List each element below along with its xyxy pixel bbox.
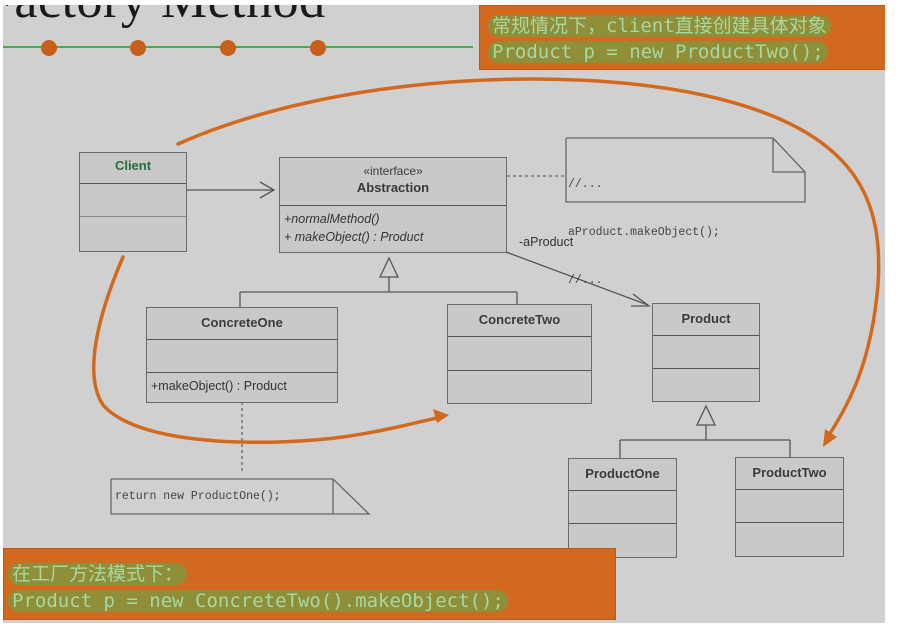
class-concrete-two-methods <box>448 370 591 403</box>
class-concrete-one-name: ConcreteOne <box>147 308 337 339</box>
note-concrete-one: return new ProductOne(); <box>115 490 281 503</box>
timeline-dot <box>220 40 236 56</box>
product-inheritance <box>619 404 791 459</box>
class-product-two-attributes <box>736 489 843 522</box>
class-concrete-two-attributes <box>448 336 591 370</box>
annotation-arrow-client-to-concretetwo <box>92 255 445 445</box>
method-makeObject: + makeObject() : Product <box>284 230 424 244</box>
callout-direct-creation-caption: 常规情况下，client直接创建具体对象 <box>488 11 831 38</box>
callout-factory-method-caption: 在工厂方法模式下： <box>8 559 188 586</box>
slide: Factory Method <box>3 5 885 623</box>
timeline-dot <box>41 40 57 56</box>
abstraction-product-arrow <box>505 251 651 307</box>
abstraction-inheritance <box>239 256 518 307</box>
class-product-two: ProductTwo <box>735 457 844 557</box>
timeline-dot <box>310 40 326 56</box>
note-line: aProduct.makeObject(); <box>568 226 720 239</box>
class-product-methods <box>653 368 759 401</box>
note-line: //... <box>568 178 603 191</box>
annotation-arrow-client-to-producttwo <box>176 77 881 437</box>
annotation-arrowhead-producttwo <box>823 429 837 447</box>
callout-factory-method-code: Product p = new ConcreteTwo().makeObject… <box>8 590 508 612</box>
class-concrete-two-name: ConcreteTwo <box>448 305 591 336</box>
class-product-one: ProductOne <box>568 458 677 558</box>
class-client-methods <box>80 216 186 250</box>
class-client: Client <box>79 152 187 252</box>
callout-direct-creation-code: Product p = new ProductTwo(); <box>488 41 828 63</box>
note-line: //... <box>568 274 603 287</box>
annotation-arrowhead-concretetwo <box>433 409 449 423</box>
association-label-aProduct: -aProduct <box>519 235 574 249</box>
class-concrete-one-attributes <box>147 339 337 372</box>
class-abstraction-methods: +normalMethod() + makeObject() : Product <box>280 205 506 251</box>
class-abstraction-name: Abstraction <box>356 180 430 195</box>
note-abstraction-shape <box>565 137 806 203</box>
timeline-dots <box>41 40 326 56</box>
callout-direct-creation: 常规情况下，client直接创建具体对象 Product p = new Pro… <box>479 5 885 70</box>
class-client-name: Client <box>114 158 152 173</box>
class-concrete-one: ConcreteOne +makeObject() : Product <box>146 307 338 403</box>
class-abstraction: «interface» Abstraction +normalMethod() … <box>279 157 507 253</box>
note-concrete-one-shape <box>110 478 371 515</box>
class-product-attributes <box>653 335 759 368</box>
note-abstraction: //... aProduct.makeObject(); //... <box>568 145 720 321</box>
timeline-dot <box>130 40 146 56</box>
callout-factory-method: 在工厂方法模式下： Product p = new ConcreteTwo().… <box>3 548 616 620</box>
client-abstraction-arrow <box>186 181 276 199</box>
method-makeObject: +makeObject() : Product <box>151 379 287 393</box>
slide-title: Factory Method <box>3 5 326 30</box>
class-product-two-methods <box>736 522 843 556</box>
class-client-attributes <box>80 183 186 216</box>
class-product-one-attributes <box>569 490 676 523</box>
class-abstraction-stereotype: «interface» <box>363 164 423 178</box>
class-product-one-name: ProductOne <box>569 459 676 490</box>
class-concrete-one-methods: +makeObject() : Product <box>147 372 337 402</box>
class-product: Product <box>652 303 760 402</box>
method-normalMethod: +normalMethod() <box>284 212 380 226</box>
class-abstraction-header: «interface» Abstraction <box>280 158 506 205</box>
class-concrete-two: ConcreteTwo <box>447 304 592 404</box>
class-product-two-name: ProductTwo <box>736 458 843 489</box>
class-product-name: Product <box>653 304 759 335</box>
